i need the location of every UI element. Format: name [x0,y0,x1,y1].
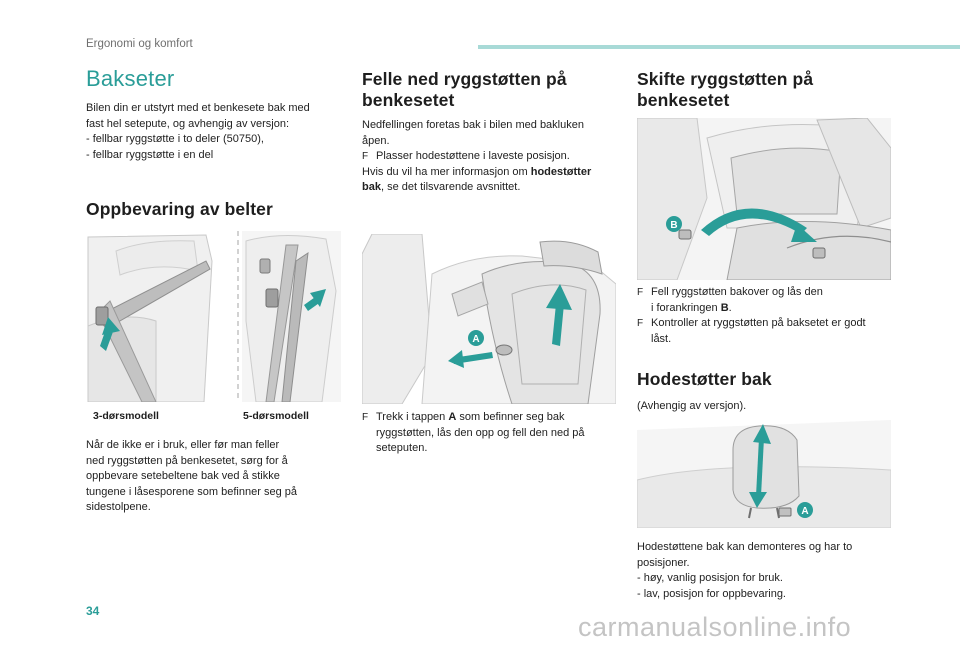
fold-ref-rest: , se det tilsvarende avsnittet. [380,181,521,193]
fold-ref-text: Hvis du vil ha mer informasjon om [362,165,528,178]
belts-line: oppbevare setebeltene bak ved å stikke [86,470,280,482]
headrest-illustration: A [637,420,891,528]
step-line: seteputen. [376,442,428,454]
headrest-line: posisjoner. [637,556,690,569]
fold-heading: Felle ned ryggstøtten på benkesetet [362,69,567,111]
belts-line: ned ryggstøtten på benkesetet, sørg for … [86,454,288,467]
belts-illustration [86,231,341,402]
replace-b1-prefix2: i forankringen [651,301,718,314]
fold-line: åpen. [362,134,390,147]
fold-line: Nedfellingen foretas bak i bilen med bak… [362,119,584,131]
page-number: 34 [86,604,100,618]
replace-bullet-2: F Kontroller at ryggstøtten på baksetet e… [637,316,895,332]
intro-line: fast hel setepute, og avhengig av versjo… [86,117,290,130]
intro-text: Bilen din er utstyrt med et benkesete ba… [86,101,341,163]
bullet-marker: F [637,287,644,298]
replace-b1-line2: i forankringen B. [637,301,895,317]
replace-heading-line: Skifte ryggstøtten på [637,69,814,89]
intro-line: - fellbar ryggstøtte i to deler (50750), [86,133,264,145]
bullet-marker: F [362,412,369,423]
fold-step-bullet: F Trekk i tappen A som befinner seg bak [362,410,620,426]
replace-heading: Skifte ryggstøtten på benkesetet [637,69,813,111]
step-line: ryggstøtten, lås den opp og fell den ned… [376,426,585,439]
fold-intro: Nedfellingen foretas bak i bilen med bak… [362,118,620,196]
headrest-line: Hodestøttene bak kan demonteres og har t… [637,541,853,553]
fold-heading-line: benkesetet [362,90,455,110]
fold-line: Hvis du vil ha mer informasjon om hodest… [362,165,620,181]
replace-label-b: B [670,220,677,231]
headrest-line: - høy, vanlig posisjon for bruk. [637,572,783,584]
replace-bullet-1: F Fell ryggstøtten bakover og lås den [637,285,895,301]
belts-line: tungene i låsesporene som befinner seg p… [86,485,297,498]
step-prefix: Trekk i tappen [376,411,446,423]
headrest-note: (Avhengig av versjon). [637,400,747,412]
replace-b1-text: Fell ryggstøtten bakover og lås den [651,286,823,298]
step-bold: A [448,411,457,423]
caption-3-door: 3-dørsmodell [93,410,159,422]
replace-steps: F Fell ryggstøtten bakover og lås den i f… [637,285,895,347]
fold-bullet: F Plasser hodestøttene i laveste posisjon… [362,149,620,165]
belts-heading: Oppbevaring av belter [86,199,273,219]
bullet-marker: F [362,151,369,162]
headrest-text: Hodestøttene bak kan demonteres og har t… [637,540,895,602]
page-title: Bakseter [86,66,175,91]
replace-b1-end: . [728,301,732,314]
headrest-label-a: A [801,506,808,517]
step-rest: som befinner seg bak [459,411,565,423]
fold-illustration: A [362,234,616,404]
watermark: carmanualsonline.info [578,612,852,642]
section-title: Ergonomi og komfort [86,38,193,50]
intro-line: Bilen din er utstyrt med et benkesete ba… [86,102,310,114]
headrest-ref: hodestøtter [530,165,592,178]
headrest-ref-cont: bak [362,181,381,193]
replace-b2-line2: låst. [651,332,672,345]
headrest-heading: Hodestøtter bak [637,369,772,389]
fold-label-a: A [472,334,479,345]
replace-b2-text: Kontroller at ryggstøtten på baksetet er… [651,317,866,329]
bullet-marker: F [637,318,644,329]
belts-text: Når de ikke er i bruk, eller før man fel… [86,438,341,516]
fold-heading-line: Felle ned ryggstøtten på [362,69,567,89]
header-rule [478,45,960,49]
fold-step: F Trekk i tappen A som befinner seg bak r… [362,410,620,457]
replace-b1-bold: B [720,301,729,314]
fold-line: bak, se det tilsvarende avsnittet. [362,180,620,196]
intro-line: - fellbar ryggstøtte i en del [86,148,214,161]
belts-line: Når de ikke er i bruk, eller før man fel… [86,439,280,451]
replace-illustration: B [637,118,891,280]
fold-bullet-text: Plasser hodestøttene i laveste posisjon. [376,150,570,162]
caption-5-door: 5-dørsmodell [243,410,309,422]
belts-line: sidestolpene. [86,501,151,513]
headrest-line: - lav, posisjon for oppbevaring. [637,587,786,600]
replace-heading-line: benkesetet [637,90,730,110]
